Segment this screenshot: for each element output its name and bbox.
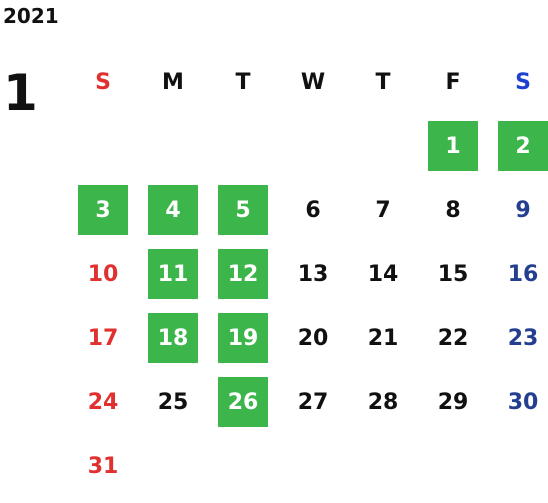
empty-day-cell bbox=[348, 434, 418, 498]
day-cell-9: 9 bbox=[488, 178, 548, 242]
day-cell-13: 13 bbox=[278, 242, 348, 306]
day-number: 4 bbox=[165, 197, 181, 223]
weekday-header-wednesday: W bbox=[300, 69, 326, 95]
day-cell-29: 29 bbox=[418, 370, 488, 434]
weekday-header-thursday: T bbox=[375, 69, 391, 95]
day-number: 17 bbox=[87, 325, 119, 351]
day-cell-6: 6 bbox=[278, 178, 348, 242]
day-number: 15 bbox=[437, 261, 469, 287]
day-number: 9 bbox=[515, 197, 531, 223]
day-cell-8: 8 bbox=[418, 178, 488, 242]
day-cell-3: 3 bbox=[68, 178, 138, 242]
day-number: 22 bbox=[437, 325, 469, 351]
day-cell-11: 11 bbox=[138, 242, 208, 306]
day-cell-26: 26 bbox=[208, 370, 278, 434]
day-cell-4: 4 bbox=[138, 178, 208, 242]
day-number: 31 bbox=[87, 453, 119, 479]
day-number: 30 bbox=[507, 389, 539, 415]
day-number: 8 bbox=[445, 197, 461, 223]
day-cell-20: 20 bbox=[278, 306, 348, 370]
day-number: 26 bbox=[227, 389, 259, 415]
day-cell-31: 31 bbox=[68, 434, 138, 498]
day-cell-5: 5 bbox=[208, 178, 278, 242]
day-number: 11 bbox=[157, 261, 189, 287]
day-cell-24: 24 bbox=[68, 370, 138, 434]
day-cell-27: 27 bbox=[278, 370, 348, 434]
weekday-header-saturday: S bbox=[515, 69, 531, 95]
day-number: 1 bbox=[445, 133, 461, 159]
day-number: 3 bbox=[95, 197, 111, 223]
day-number: 6 bbox=[305, 197, 321, 223]
empty-day-cell bbox=[138, 434, 208, 498]
day-number: 28 bbox=[367, 389, 399, 415]
empty-day-cell bbox=[208, 434, 278, 498]
day-cell-22: 22 bbox=[418, 306, 488, 370]
day-cell-25: 25 bbox=[138, 370, 208, 434]
empty-day-cell bbox=[348, 114, 418, 178]
day-number: 16 bbox=[507, 261, 539, 287]
day-cell-15: 15 bbox=[418, 242, 488, 306]
day-number: 19 bbox=[227, 325, 259, 351]
day-number: 23 bbox=[507, 325, 539, 351]
day-cell-23: 23 bbox=[488, 306, 548, 370]
day-number: 21 bbox=[367, 325, 399, 351]
day-cell-10: 10 bbox=[68, 242, 138, 306]
month-label: 1 bbox=[3, 64, 38, 122]
weekday-header-monday: M bbox=[162, 69, 184, 95]
day-cell-2: 2 bbox=[488, 114, 548, 178]
day-number: 2 bbox=[515, 133, 531, 159]
empty-day-cell bbox=[418, 434, 488, 498]
day-cell-28: 28 bbox=[348, 370, 418, 434]
empty-day-cell bbox=[278, 114, 348, 178]
day-number: 13 bbox=[297, 261, 329, 287]
day-number: 12 bbox=[227, 261, 259, 287]
weekday-header-sunday: S bbox=[95, 69, 111, 95]
day-cell-14: 14 bbox=[348, 242, 418, 306]
day-cell-18: 18 bbox=[138, 306, 208, 370]
day-number: 18 bbox=[157, 325, 189, 351]
day-cell-16: 16 bbox=[488, 242, 548, 306]
year-label: 2021 bbox=[3, 4, 59, 28]
empty-day-cell bbox=[208, 114, 278, 178]
day-number: 10 bbox=[87, 261, 119, 287]
day-number: 5 bbox=[235, 197, 251, 223]
day-number: 20 bbox=[297, 325, 329, 351]
weekday-header-tuesday: T bbox=[235, 69, 251, 95]
day-cell-1: 1 bbox=[418, 114, 488, 178]
day-cell-12: 12 bbox=[208, 242, 278, 306]
weekday-header-friday: F bbox=[445, 69, 461, 95]
day-number: 14 bbox=[367, 261, 399, 287]
day-cell-7: 7 bbox=[348, 178, 418, 242]
day-number: 29 bbox=[437, 389, 469, 415]
empty-day-cell bbox=[68, 114, 138, 178]
day-number: 25 bbox=[157, 389, 189, 415]
day-number: 24 bbox=[87, 389, 119, 415]
day-number: 7 bbox=[375, 197, 391, 223]
day-cell-19: 19 bbox=[208, 306, 278, 370]
day-cell-17: 17 bbox=[68, 306, 138, 370]
empty-day-cell bbox=[488, 434, 548, 498]
day-cell-21: 21 bbox=[348, 306, 418, 370]
empty-day-cell bbox=[138, 114, 208, 178]
day-number: 27 bbox=[297, 389, 329, 415]
empty-day-cell bbox=[278, 434, 348, 498]
day-cell-30: 30 bbox=[488, 370, 548, 434]
